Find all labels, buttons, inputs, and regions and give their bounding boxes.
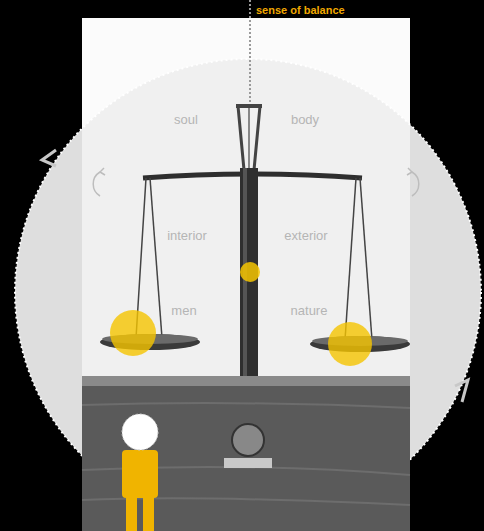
chevron-right xyxy=(455,380,468,402)
rotate-icon xyxy=(100,168,105,175)
rotate-icon xyxy=(93,172,100,196)
rotate-icon xyxy=(412,172,419,196)
focus-dot xyxy=(110,310,156,356)
balance-scale xyxy=(82,104,410,531)
concept-label: body xyxy=(291,112,319,127)
heading-label: sense of balance xyxy=(256,4,345,16)
concept-label: soul xyxy=(174,112,198,127)
concept-label: men xyxy=(171,303,196,318)
concept-label: exterior xyxy=(284,228,327,243)
focus-dot xyxy=(240,262,260,282)
concept-label: interior xyxy=(167,228,207,243)
chevron-left xyxy=(42,150,56,166)
axis-line xyxy=(249,0,251,104)
concept-label: nature xyxy=(291,303,328,318)
rotate-icon xyxy=(407,168,412,175)
focus-dot xyxy=(328,322,372,366)
person-icon xyxy=(122,414,158,531)
